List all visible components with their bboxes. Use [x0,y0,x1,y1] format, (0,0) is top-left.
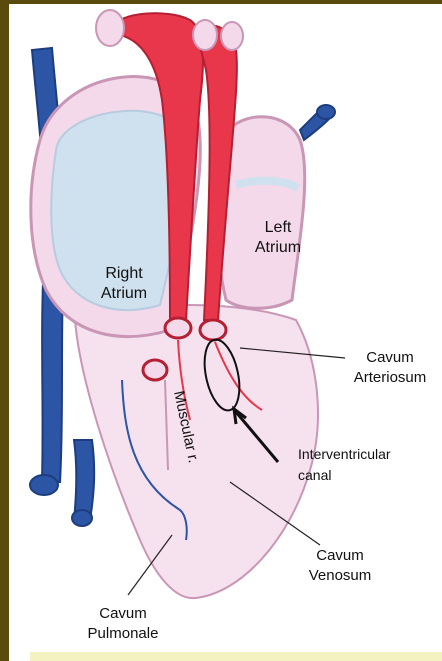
left-atrium-label: Left Atrium [248,218,308,258]
right-atrium-label-line2: Atrium [94,284,154,304]
artery-stump-3 [221,22,243,50]
left-atrium-label-line1: Left [248,218,308,238]
cavum-arteriosum-label-line1: Cavum [340,348,440,368]
left-atrium-label-line2: Atrium [248,238,308,258]
pulmonary-vein-end [317,105,335,119]
vena-cava-end [30,475,58,495]
valve-ring-2 [200,320,226,340]
valve-ring-3 [143,360,167,380]
vein-lower [74,440,94,520]
cavum-arteriosum-label: Cavum Arteriosum [340,348,440,388]
interventricular-label-line2: canal [298,465,391,486]
cavum-pulmonale-label: Cavum Pulmonale [78,604,168,644]
cavum-venosum-label-line1: Cavum [300,546,380,566]
cavum-arteriosum-label-line2: Arteriosum [340,368,440,388]
artery-stump-1 [96,10,124,46]
cavum-pulmonale-label-line2: Pulmonale [78,624,168,644]
vein-lower-end [72,510,92,526]
artery-stump-2 [193,20,217,50]
right-atrium-label: Right Atrium [94,264,154,304]
cavum-venosum-label-line2: Venosum [300,566,380,586]
valve-ring-1 [165,318,191,338]
cavum-pulmonale-label-line1: Cavum [78,604,168,624]
cavum-venosum-label: Cavum Venosum [300,546,380,586]
right-atrium-label-line1: Right [94,264,154,284]
interventricular-label-line1: Interventricular [298,444,391,465]
footer-bar [30,652,442,661]
interventricular-canal-label: Interventricular canal [298,444,391,486]
